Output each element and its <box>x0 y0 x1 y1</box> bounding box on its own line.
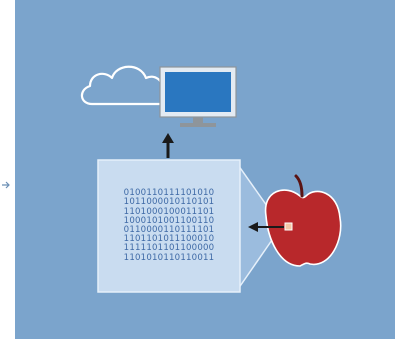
monitor-icon <box>159 66 237 127</box>
binary-line: 1101101011100010 <box>123 234 215 245</box>
binary-line: 0110000110111101 <box>123 225 215 235</box>
binary-line: 0100110111101010 <box>123 188 215 199</box>
binary-text-block: 0100110111101010 1011000010110101 110100… <box>98 160 240 292</box>
binary-data-box <box>97 159 241 293</box>
cloud-icon <box>80 65 169 106</box>
apple-icon <box>264 174 342 267</box>
zoom-line-bottom <box>235 239 273 293</box>
binary-line: 1000101001100110 <box>123 215 215 226</box>
edge-arrow-icon <box>2 181 10 189</box>
binary-line: 1111101101100000 <box>123 243 215 254</box>
binary-line: 1101000100011101 <box>123 206 215 217</box>
arrow-up-icon <box>162 133 174 158</box>
binary-line: 1011000010110101 <box>123 197 215 208</box>
arrow-left-icon <box>248 222 284 232</box>
binary-line: 1101010110110011 <box>123 252 215 263</box>
